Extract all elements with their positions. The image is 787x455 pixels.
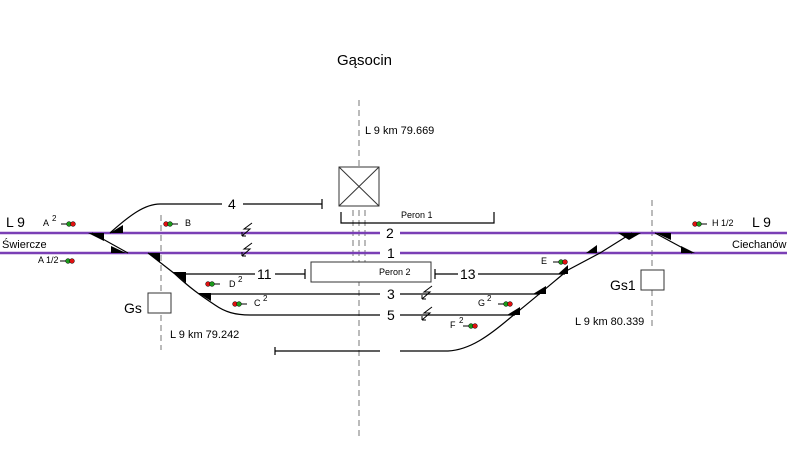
signal-b: B — [163, 218, 191, 228]
east-post-label: Gs1 — [610, 277, 636, 293]
signal-lamp-icon — [463, 323, 478, 329]
signal-label: A — [43, 218, 49, 228]
west-km-label: L 9 km 79.242 — [170, 329, 239, 341]
station-title: Gąsocin — [337, 52, 392, 69]
track-13-label: 13 — [460, 266, 476, 282]
east-curve-track-7 — [400, 232, 633, 352]
track-4-label: 4 — [228, 196, 236, 212]
signal-label: H 1/2 — [712, 218, 734, 228]
signal-lamp-icon — [60, 258, 75, 264]
left-line-label: L 9 — [6, 214, 25, 230]
track-1-label: 1 — [387, 245, 395, 261]
signal-label: E — [541, 256, 547, 266]
left-direction-label: Świercze — [2, 238, 47, 251]
signal-a12: A 1/2 — [38, 255, 75, 265]
right-direction-label: Ciechanów — [732, 239, 786, 251]
track-2-label: 2 — [386, 225, 394, 241]
signal-superscript: 2 — [52, 214, 57, 223]
west-curve-track-5 — [147, 252, 380, 316]
station-km-label: L 9 km 79.669 — [365, 125, 434, 137]
east-post-box — [640, 269, 665, 291]
platform-1: Peron 1 — [340, 210, 495, 224]
signal-label: B — [185, 218, 191, 228]
signal-lamp-icon — [163, 221, 178, 227]
signal-h12: H 1/2 — [692, 218, 734, 228]
east-km-label: L 9 km 80.339 — [575, 316, 644, 328]
track-4-curve — [109, 203, 222, 234]
signal-superscript: 2 — [487, 294, 492, 303]
west-post-box — [147, 292, 172, 314]
track-11-label: 11 — [257, 266, 272, 282]
platform-2: Peron 2 — [310, 261, 432, 283]
track-3-label: 3 — [387, 286, 395, 302]
signal-lamp-icon — [498, 301, 513, 307]
signal-lamp-icon — [61, 221, 76, 227]
svg-text:Peron 1: Peron 1 — [401, 210, 433, 220]
signal-lamp-icon — [232, 301, 247, 307]
signal-label: D — [229, 279, 236, 289]
signal-superscript: 2 — [263, 294, 268, 303]
west-post-label: Gs — [124, 300, 142, 316]
signal-label: C — [254, 298, 261, 308]
catenary-section-marks — [241, 222, 433, 321]
track-5-label: 5 — [387, 307, 395, 323]
signal-lamp-icon — [692, 221, 707, 227]
signal-lamp-icon — [553, 259, 568, 265]
right-line-label: L 9 — [752, 214, 771, 230]
signal-label: F — [450, 320, 456, 330]
turnout-frogs — [88, 225, 695, 315]
signal-label: A 1/2 — [38, 255, 59, 265]
station-building — [338, 166, 380, 207]
signal-e: E — [541, 256, 568, 266]
signal-label: G — [478, 298, 485, 308]
signal-superscript: 2 — [238, 275, 243, 284]
svg-text:Peron 2: Peron 2 — [379, 267, 411, 277]
signal-superscript: 2 — [459, 316, 464, 325]
signal-lamp-icon — [205, 281, 220, 287]
